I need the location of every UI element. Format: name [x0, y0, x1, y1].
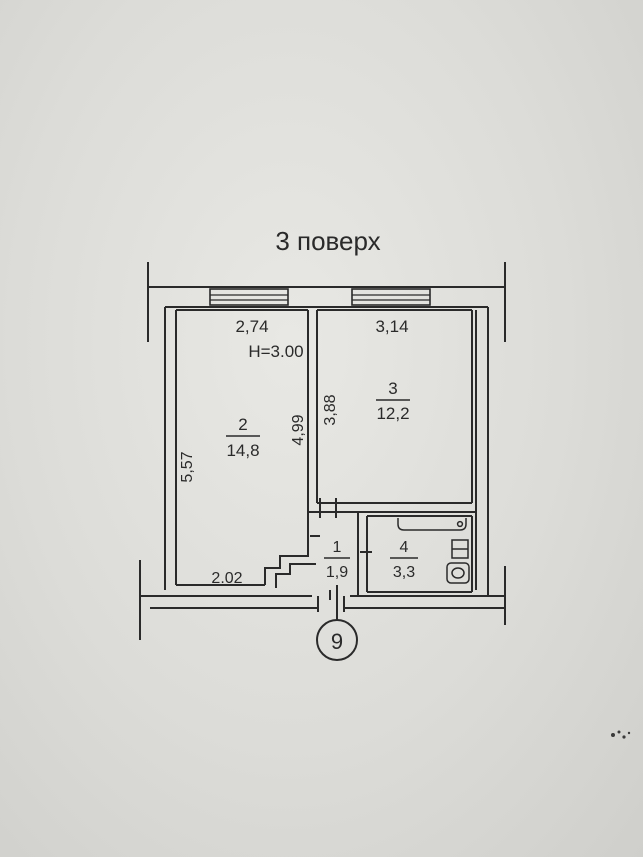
dim-room3-depth: 3,88 [322, 394, 339, 425]
bathtub-icon [397, 518, 467, 531]
dim-partition: 4,99 [290, 414, 307, 445]
ceiling-height-label: H=3.00 [248, 342, 303, 361]
room-4-label: 4 3,3 [390, 539, 418, 581]
window-left [209, 288, 289, 306]
dim-room3-width-top: 3,14 [375, 317, 408, 336]
floor-title: 3 поверх [275, 226, 380, 256]
entrance-number: 9 [331, 629, 343, 654]
sink-icon [451, 539, 469, 559]
paper-speck [611, 730, 631, 739]
entrance-marker [316, 619, 358, 661]
room-number: 2 [238, 415, 247, 434]
room-area: 1,9 [326, 564, 348, 581]
room-3-label: 3 12,2 [376, 379, 410, 423]
window-right [351, 288, 431, 306]
dim-left-wall: 5,57 [179, 451, 196, 482]
walls [139, 262, 506, 640]
room-area: 14,8 [226, 441, 259, 460]
room-number: 4 [400, 539, 409, 556]
room-number: 1 [333, 539, 342, 556]
dim-room2-width-top: 2,74 [235, 317, 268, 336]
room-area: 12,2 [376, 404, 409, 423]
room-2-label: 2 14,8 [226, 415, 260, 460]
room-1-label: 1 1,9 [324, 539, 350, 581]
room-area: 3,3 [393, 564, 415, 581]
toilet-icon [446, 562, 470, 584]
room-number: 3 [388, 379, 397, 398]
dim-room2-width-bottom: 2.02 [211, 570, 242, 587]
